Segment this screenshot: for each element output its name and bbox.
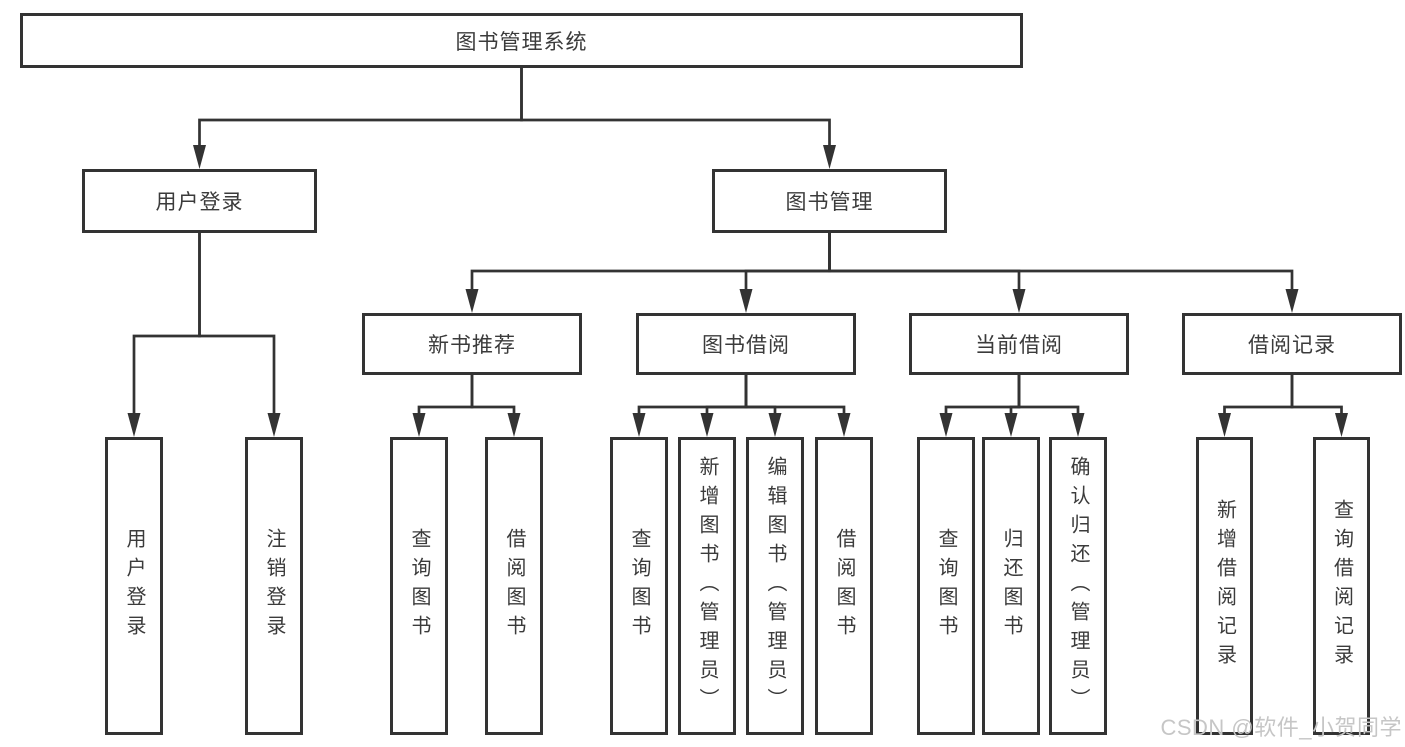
- connector-arrowhead: [193, 145, 206, 169]
- node-label-leaf-user-login: 用户登录: [123, 528, 145, 644]
- node-label-leaf-add-record: 新增借阅记录: [1213, 499, 1236, 673]
- connector-line: [417, 375, 474, 419]
- connector-arrowhead: [1218, 413, 1231, 437]
- connector-line: [1017, 375, 1080, 419]
- connector-line: [470, 233, 831, 295]
- connector-arrowhead: [1071, 413, 1085, 437]
- connector-arrowhead: [700, 413, 714, 437]
- node-label-leaf-query-book-b: 查询图书: [628, 528, 650, 644]
- node-leaf-query-book-c: 查询图书: [917, 437, 975, 735]
- node-label-leaf-query-book-a: 查询图书: [408, 528, 430, 644]
- connector-line: [198, 233, 276, 419]
- connector-arrowhead: [267, 413, 281, 437]
- connector-line: [944, 375, 1021, 419]
- node-leaf-add-book: 新增图书（管理员）: [678, 437, 736, 735]
- node-leaf-borrow-book-b: 借阅图书: [815, 437, 873, 735]
- node-leaf-edit-book: 编辑图书（管理员）: [746, 437, 804, 735]
- connector-arrowhead: [823, 145, 836, 169]
- node-currentborrow: 当前借阅: [909, 313, 1129, 375]
- node-label-newbookrec: 新书推荐: [428, 334, 516, 357]
- connector-line: [705, 375, 748, 419]
- connector-line: [198, 68, 523, 151]
- connector-arrowhead: [632, 413, 646, 437]
- node-newbookrec: 新书推荐: [362, 313, 582, 375]
- node-bookmgmt: 图书管理: [712, 169, 947, 233]
- watermark-text: CSDN @软件_小贺同学: [1160, 715, 1402, 740]
- node-label-leaf-query-book-c: 查询图书: [935, 528, 957, 644]
- connector-line: [828, 233, 1294, 295]
- node-bookborrow: 图书借阅: [636, 313, 856, 375]
- connector-arrowhead: [768, 413, 782, 437]
- node-leaf-query-book-b: 查询图书: [610, 437, 668, 735]
- node-label-leaf-edit-book: 编辑图书（管理员）: [764, 455, 786, 717]
- connector-arrowhead: [1335, 413, 1348, 437]
- node-label-bookmgmt: 图书管理: [785, 191, 874, 214]
- node-label-root: 图书管理系统: [455, 30, 588, 54]
- connector-line: [470, 375, 516, 419]
- connector-arrowhead: [1004, 413, 1018, 437]
- node-label-leaf-borrow-book-a: 借阅图书: [503, 528, 525, 644]
- connector-arrowhead: [939, 413, 953, 437]
- node-leaf-query-book-a: 查询图书: [390, 437, 448, 735]
- connector-arrowhead: [837, 413, 851, 437]
- node-label-leaf-logout: 注销登录: [263, 528, 285, 644]
- connector-arrowhead: [465, 289, 479, 313]
- node-leaf-borrow-book-a: 借阅图书: [485, 437, 543, 735]
- connector-line: [744, 375, 777, 419]
- node-leaf-logout: 注销登录: [245, 437, 303, 735]
- node-label-leaf-query-record: 查询借阅记录: [1330, 499, 1353, 673]
- connector-line: [744, 233, 831, 295]
- connector-arrowhead: [739, 289, 753, 313]
- node-label-bookborrow: 图书借阅: [702, 334, 790, 357]
- node-leaf-query-record: 查询借阅记录: [1313, 437, 1370, 735]
- connector-line: [520, 68, 831, 151]
- node-label-currentborrow: 当前借阅: [975, 334, 1063, 357]
- node-leaf-add-record: 新增借阅记录: [1196, 437, 1253, 735]
- node-root: 图书管理系统: [20, 13, 1023, 68]
- node-leaf-confirm-return: 确认归还（管理员）: [1049, 437, 1107, 735]
- connector-arrowhead: [127, 413, 141, 437]
- node-label-leaf-confirm-return: 确认归还（管理员）: [1067, 455, 1089, 717]
- node-leaf-return-book: 归还图书: [982, 437, 1040, 735]
- node-login: 用户登录: [82, 169, 317, 233]
- node-label-borrowrecord: 借阅记录: [1248, 334, 1336, 357]
- node-leaf-user-login: 用户登录: [105, 437, 163, 735]
- connector-arrowhead: [412, 413, 426, 437]
- connector-arrowhead: [507, 413, 521, 437]
- connector-line: [744, 375, 846, 419]
- node-label-leaf-borrow-book-b: 借阅图书: [833, 528, 855, 644]
- node-label-login: 用户登录: [155, 191, 244, 214]
- connector-line: [1223, 375, 1294, 419]
- connector-arrowhead: [1012, 289, 1026, 313]
- connector-arrowhead: [1285, 289, 1299, 313]
- node-borrowrecord: 借阅记录: [1182, 313, 1402, 375]
- connector-line: [1290, 375, 1343, 419]
- connector-line: [637, 375, 748, 419]
- node-label-leaf-add-book: 新增图书（管理员）: [696, 455, 718, 717]
- connector-line: [132, 233, 201, 419]
- connector-line: [828, 233, 1021, 295]
- node-label-leaf-return-book: 归还图书: [1000, 528, 1022, 644]
